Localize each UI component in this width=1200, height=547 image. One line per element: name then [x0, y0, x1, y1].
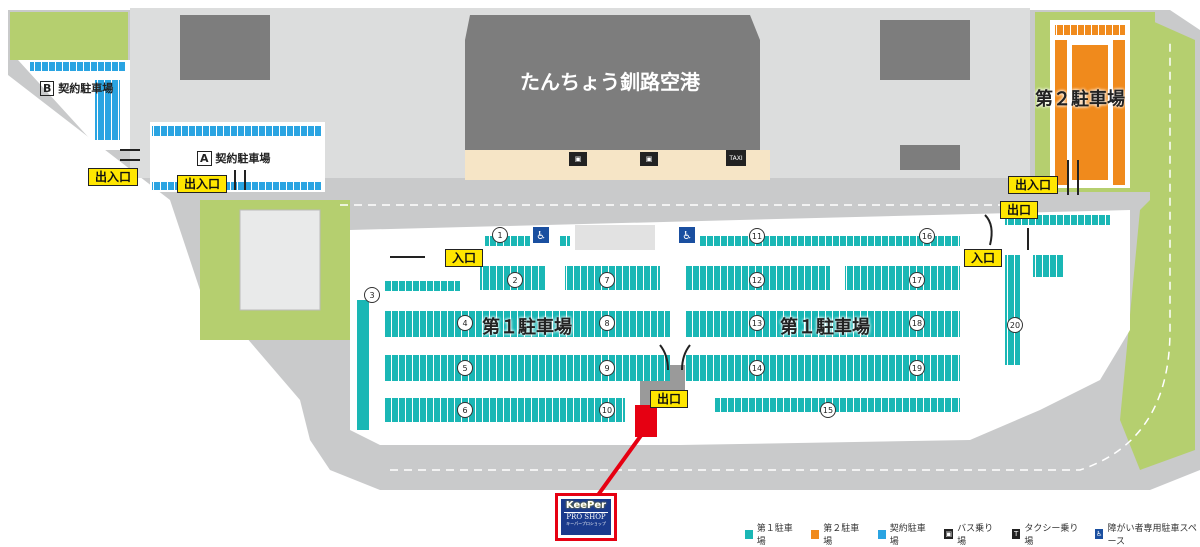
parking-stall-row — [1005, 255, 1020, 365]
section-number-15: 15 — [820, 402, 836, 418]
parking-stall-row — [1033, 255, 1063, 277]
entrance-sign-left: 入口 — [445, 249, 484, 267]
terminal-building — [465, 15, 760, 150]
lot-b-text: 契約駐車場 — [58, 82, 114, 95]
parking-stall-row — [385, 281, 460, 291]
blue-swatch — [877, 529, 886, 539]
parking-1-label-right: 第１駐車場 — [780, 317, 870, 338]
terminal-platform — [465, 150, 770, 180]
teal-swatch — [745, 529, 753, 539]
section-number-14: 14 — [749, 360, 765, 376]
legend-label: バス乗り場 — [957, 524, 994, 547]
exit-sign-center: 出口 — [650, 390, 689, 408]
parking-stall-row — [485, 236, 530, 246]
bus-stop-icon-2: ▣ — [640, 152, 658, 166]
taxi-icon: T — [1011, 529, 1021, 539]
bus-icon: ▣ — [944, 529, 954, 539]
section-number-3: 3 — [364, 287, 380, 303]
green-curve — [1120, 20, 1195, 470]
legend-label: 第１駐車場 — [756, 524, 793, 547]
parking-1-label-left: 第１駐車場 — [482, 317, 572, 338]
logo-brand: KeePer — [565, 500, 607, 511]
green-area-left — [10, 12, 128, 60]
taxi-stop-icon: TAXI — [726, 150, 746, 166]
legend-label: 障がい者専用駐車スペース — [1107, 524, 1197, 547]
section-number-11: 11 — [749, 228, 765, 244]
wheelchair-icon-1: ♿ — [533, 227, 549, 243]
section-number-20: 20 — [1007, 317, 1023, 333]
wheelchair-icon: ♿ — [1094, 529, 1104, 539]
wheelchair-icon-2: ♿ — [679, 227, 695, 243]
parking-stall-row — [845, 266, 960, 290]
logo-line1: PRO SHOP — [564, 512, 608, 521]
section-number-4: 4 — [457, 315, 473, 331]
section-number-6: 6 — [457, 402, 473, 418]
terminal-label: たんちょう釧路空港 — [520, 70, 700, 94]
section-number-2: 2 — [507, 272, 523, 288]
legend-label: 第２駐車場 — [823, 524, 860, 547]
lot-b-badge: B — [40, 81, 55, 96]
entrance-exit-sign-p2: 出入口 — [1008, 176, 1059, 194]
parking-2-label: 第２駐車場 — [1035, 89, 1125, 110]
section-number-12: 12 — [749, 272, 765, 288]
section-number-16: 16 — [919, 228, 935, 244]
side-building — [180, 15, 270, 80]
contract-lot-b-label: B 契約駐車場 — [40, 80, 113, 96]
parking-stall-row — [1005, 215, 1110, 225]
parking-stall-column — [357, 300, 369, 430]
legend-parking-2: 第２駐車場 — [811, 521, 861, 547]
section-number-10: 10 — [599, 402, 615, 418]
section-number-18: 18 — [909, 315, 925, 331]
logo-line2: キーパープロショップ — [566, 521, 606, 526]
section-number-5: 5 — [457, 360, 473, 376]
parking-stall-row — [385, 398, 625, 422]
keeper-shop-location — [635, 405, 657, 437]
exit-sign-p2: 出口 — [1000, 201, 1039, 219]
orange-swatch — [811, 529, 820, 539]
entrance-exit-sign-a: 出入口 — [177, 175, 228, 193]
legend-label: タクシー乗り場 — [1024, 524, 1079, 547]
legend-contract: 契約駐車場 — [877, 521, 928, 547]
lot-a-badge: A — [197, 151, 212, 166]
parking-stall-row — [715, 398, 960, 412]
entrance-exit-sign-b: 出入口 — [88, 168, 139, 186]
keeper-pointer-line — [596, 428, 647, 497]
parking-stall-row — [700, 236, 960, 246]
contract-lot-a-label: A 契約駐車場 — [197, 150, 270, 166]
legend-label: 契約駐車場 — [889, 524, 926, 547]
entrance-sign-right: 入口 — [964, 249, 1003, 267]
section-number-17: 17 — [909, 272, 925, 288]
parking-stall-row — [385, 311, 670, 337]
keeper-pro-shop-logo[interactable]: KeePer PRO SHOP キーパープロショップ — [555, 493, 617, 541]
section-number-7: 7 — [599, 272, 615, 288]
section-number-8: 8 — [599, 315, 615, 331]
lot-a-text: 契約駐車場 — [215, 152, 271, 165]
section-number-19: 19 — [909, 360, 925, 376]
legend-parking-1: 第１駐車場 — [745, 521, 795, 547]
parking-stall-row — [560, 236, 570, 246]
section-number-1: 1 — [492, 227, 508, 243]
legend-accessible: ♿障がい者専用駐車スペース — [1094, 521, 1200, 547]
parking-stall-row — [385, 355, 670, 381]
section-number-13: 13 — [749, 315, 765, 331]
bus-stop-icon-1: ▣ — [569, 152, 587, 166]
legend-bus: ▣バス乗り場 — [944, 521, 995, 547]
section-number-9: 9 — [599, 360, 615, 376]
